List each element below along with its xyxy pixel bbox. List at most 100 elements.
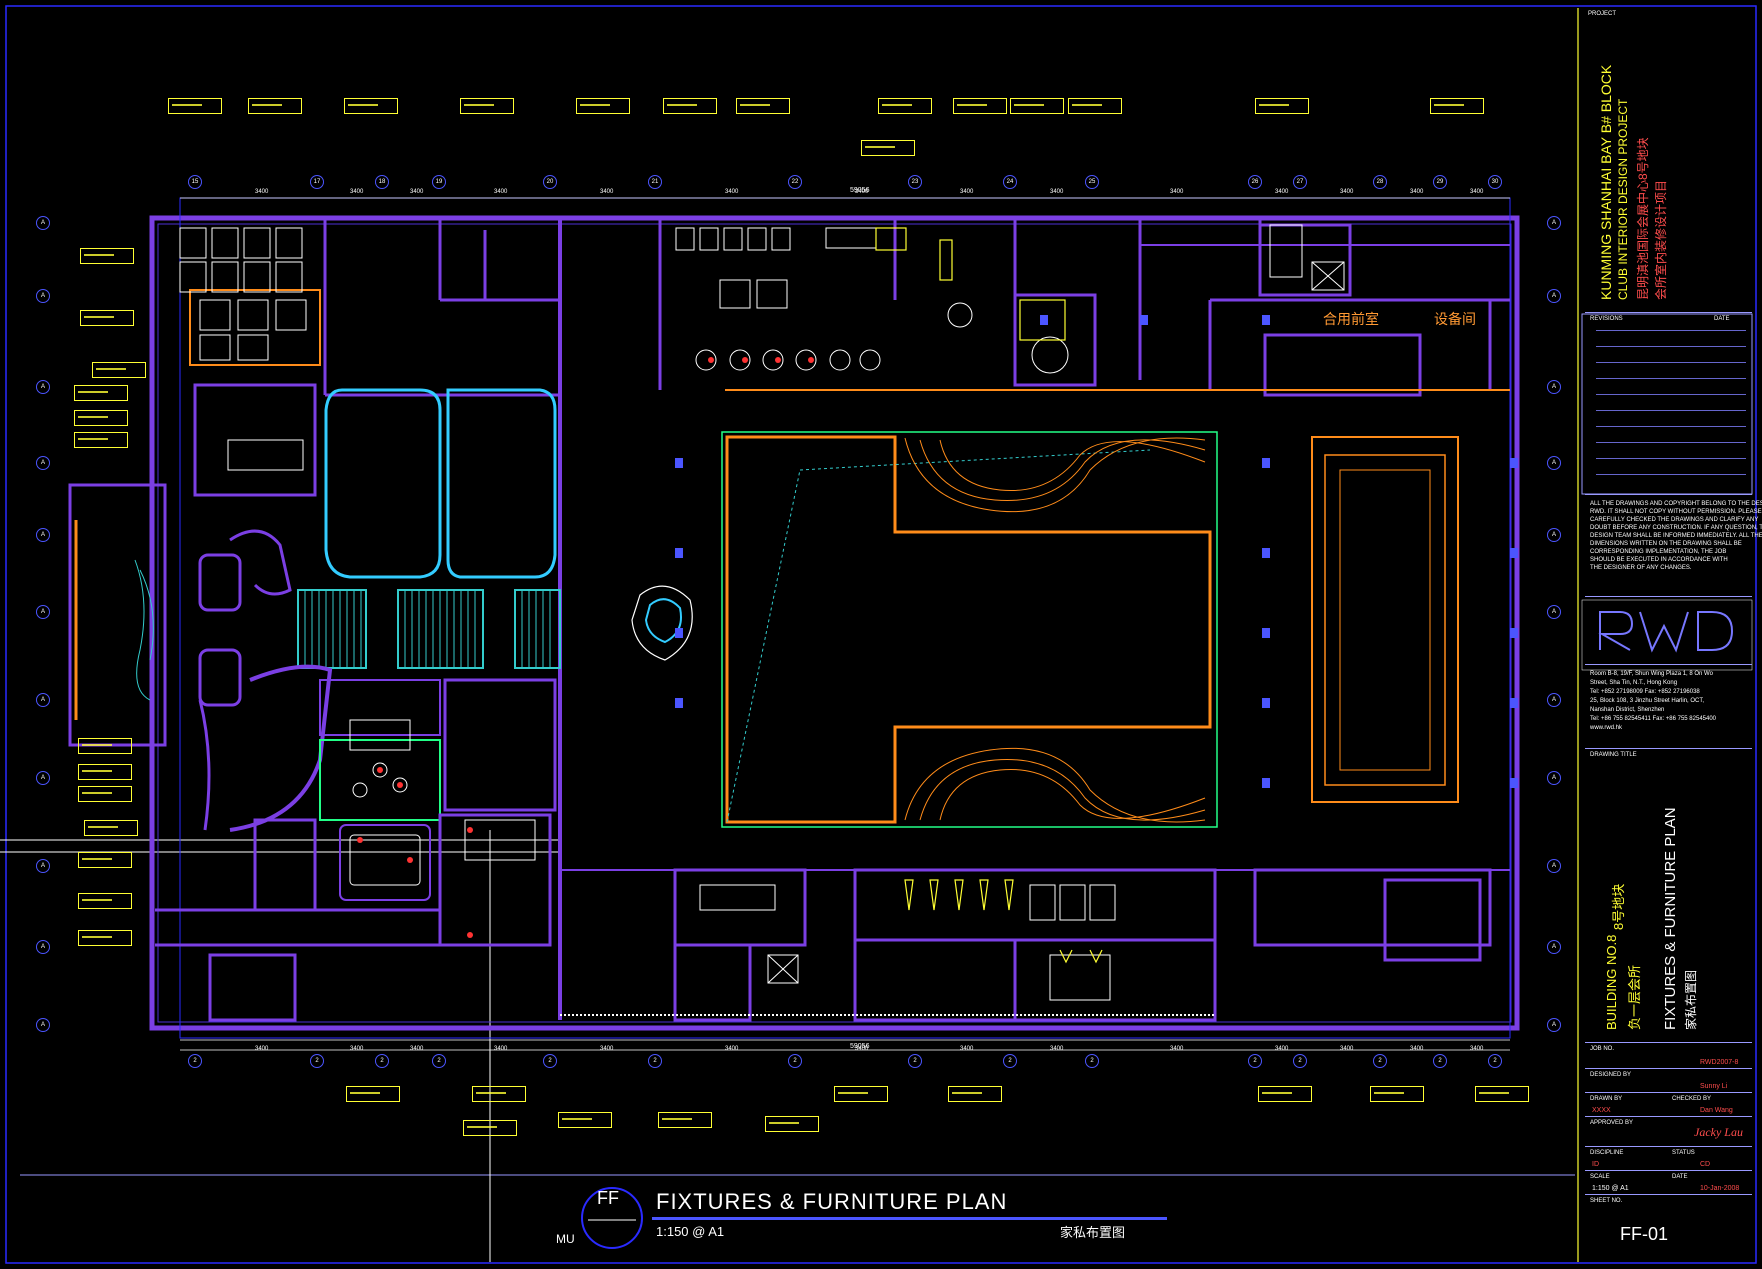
status-label: STATUS xyxy=(1672,1150,1695,1156)
top-dimension-segment: 3400 xyxy=(960,189,974,195)
callout-tag xyxy=(84,820,138,836)
drawing-badge-label: FF xyxy=(597,1188,619,1208)
grid-bubble-left: A xyxy=(36,380,50,394)
callout-tag-mark xyxy=(467,1126,497,1128)
grid-bubble-top: 21 xyxy=(648,175,662,189)
grid-bubble-top: 19 xyxy=(432,175,446,189)
callout-tag xyxy=(576,98,630,114)
outer-wall-inner xyxy=(157,223,1512,1023)
grid-bubble-top: 22 xyxy=(788,175,802,189)
project-en-1: KUNMING SHANHAI BAY B# BLOCK xyxy=(1598,64,1614,300)
tb-notes-line: ALL THE DRAWINGS AND COPYRIGHT BELONG TO… xyxy=(1590,501,1762,507)
callout-tag-mark xyxy=(1434,104,1464,106)
bottom-dimension-segment: 3400 xyxy=(855,1046,869,1052)
callout-tag xyxy=(74,385,128,401)
designed-by: Sunny Li xyxy=(1700,1083,1728,1090)
callout-tag xyxy=(1258,1086,1312,1102)
callout-tag-mark xyxy=(476,1092,506,1094)
grid-bubble-right: A xyxy=(1547,605,1561,619)
callout-tag-mark xyxy=(82,899,112,901)
drawing-title-en: FIXTURES & FURNITURE PLAN xyxy=(1662,807,1679,1030)
callout-tag xyxy=(78,764,132,780)
callout-tag-mark xyxy=(96,368,126,370)
scale-label: SCALE xyxy=(1590,1174,1610,1180)
callout-tag-mark xyxy=(252,104,282,106)
callout-tag xyxy=(80,248,134,264)
grid-bubble-left: A xyxy=(36,1018,50,1032)
grid-bubble-bottom: 2 xyxy=(188,1054,202,1068)
callout-tag xyxy=(1010,98,1064,114)
callout-tag-mark xyxy=(84,316,114,318)
bottom-dimension-segment: 3400 xyxy=(600,1046,614,1052)
grid-bubble-left: A xyxy=(36,771,50,785)
top-dimension-segment: 3400 xyxy=(350,189,364,195)
title-underline xyxy=(652,1217,1167,1220)
callout-tag xyxy=(78,738,132,754)
callout-tag-mark xyxy=(957,104,987,106)
callout-tag xyxy=(878,98,932,114)
designed-by-label: DESIGNED BY xyxy=(1590,1072,1632,1078)
top-dimension-segment: 3400 xyxy=(1470,189,1484,195)
top-dimension-segment: 3400 xyxy=(855,189,869,195)
tb-address-line: Tel: +852 27198009 Fax: +852 27196038 xyxy=(1590,689,1700,695)
grid-bubble-bottom: 2 xyxy=(1293,1054,1307,1068)
pool-hall xyxy=(721,431,1218,828)
scale-value: 1:150 @ A1 xyxy=(1592,1185,1629,1192)
callout-tag xyxy=(948,1086,1002,1102)
callout-tag xyxy=(658,1112,712,1128)
callout-tag-mark xyxy=(1259,104,1289,106)
callout-tag xyxy=(248,98,302,114)
callout-tag xyxy=(74,432,128,448)
project-cn-2: 会所室内装修设计项目 xyxy=(1654,179,1668,300)
grid-bubble-top: 18 xyxy=(375,175,389,189)
callout-tag xyxy=(168,98,222,114)
grid-bubble-right: A xyxy=(1547,528,1561,542)
top-dimension-segment: 3400 xyxy=(1410,189,1424,195)
sheet-border xyxy=(5,5,1757,1264)
grid-bubble-top: 24 xyxy=(1003,175,1017,189)
project-cn-1: 昆明滇池国际会展中心8号地块 xyxy=(1636,137,1650,300)
checked-by-label: CHECKED BY xyxy=(1672,1096,1712,1102)
callout-tag-mark xyxy=(82,770,112,772)
grid-bubble-top: 17 xyxy=(310,175,324,189)
callout-tag-mark xyxy=(1262,1092,1292,1094)
drawing-title-cn: 家私布置图 xyxy=(1060,1225,1126,1240)
callout-tag-mark xyxy=(172,104,202,106)
callout-tag-mark xyxy=(740,104,770,106)
callout-tag-mark xyxy=(1072,104,1102,106)
callout-tag xyxy=(78,786,132,802)
lap-pool xyxy=(1311,436,1459,803)
date-field-label: DATE xyxy=(1672,1174,1688,1180)
grid-bubble-left: A xyxy=(36,528,50,542)
callout-tag-mark xyxy=(464,104,494,106)
grid-bubble-bottom: 2 xyxy=(543,1054,557,1068)
callout-tag xyxy=(460,98,514,114)
grid-bubble-bottom: 2 xyxy=(1373,1054,1387,1068)
discipline-label: DISCIPLINE xyxy=(1590,1150,1624,1156)
grid-bubble-top: 15 xyxy=(188,175,202,189)
bottom-dimension-segment: 3400 xyxy=(410,1046,424,1052)
stair-c xyxy=(514,589,561,669)
grid-bubble-right: A xyxy=(1547,940,1561,954)
callout-tag-mark xyxy=(84,254,114,256)
top-dimension-segment: 3400 xyxy=(410,189,424,195)
top-dimension-segment: 3400 xyxy=(494,189,508,195)
grid-bubble-right: A xyxy=(1547,380,1561,394)
callout-tag xyxy=(861,140,915,156)
bottom-dimension-text: 59056 xyxy=(850,1043,870,1050)
grid-bubble-bottom: 2 xyxy=(1488,1054,1502,1068)
bottom-dimension-segment: 3400 xyxy=(1050,1046,1064,1052)
callout-tag xyxy=(736,98,790,114)
grid-bubble-bottom: 2 xyxy=(648,1054,662,1068)
grid-bubble-left: A xyxy=(36,216,50,230)
drawing-main-title: FIXTURES & FURNITURE PLAN xyxy=(656,1189,1008,1214)
callout-tag xyxy=(92,362,146,378)
drawing-title-cn-vert: 家私布置图 xyxy=(1684,969,1698,1030)
callout-tag xyxy=(472,1086,526,1102)
callout-tag xyxy=(953,98,1007,114)
date-value: 10-Jan-2008 xyxy=(1700,1185,1740,1192)
drawing-title-label: DRAWING TITLE xyxy=(1590,752,1637,758)
grid-bubble-top: 23 xyxy=(908,175,922,189)
